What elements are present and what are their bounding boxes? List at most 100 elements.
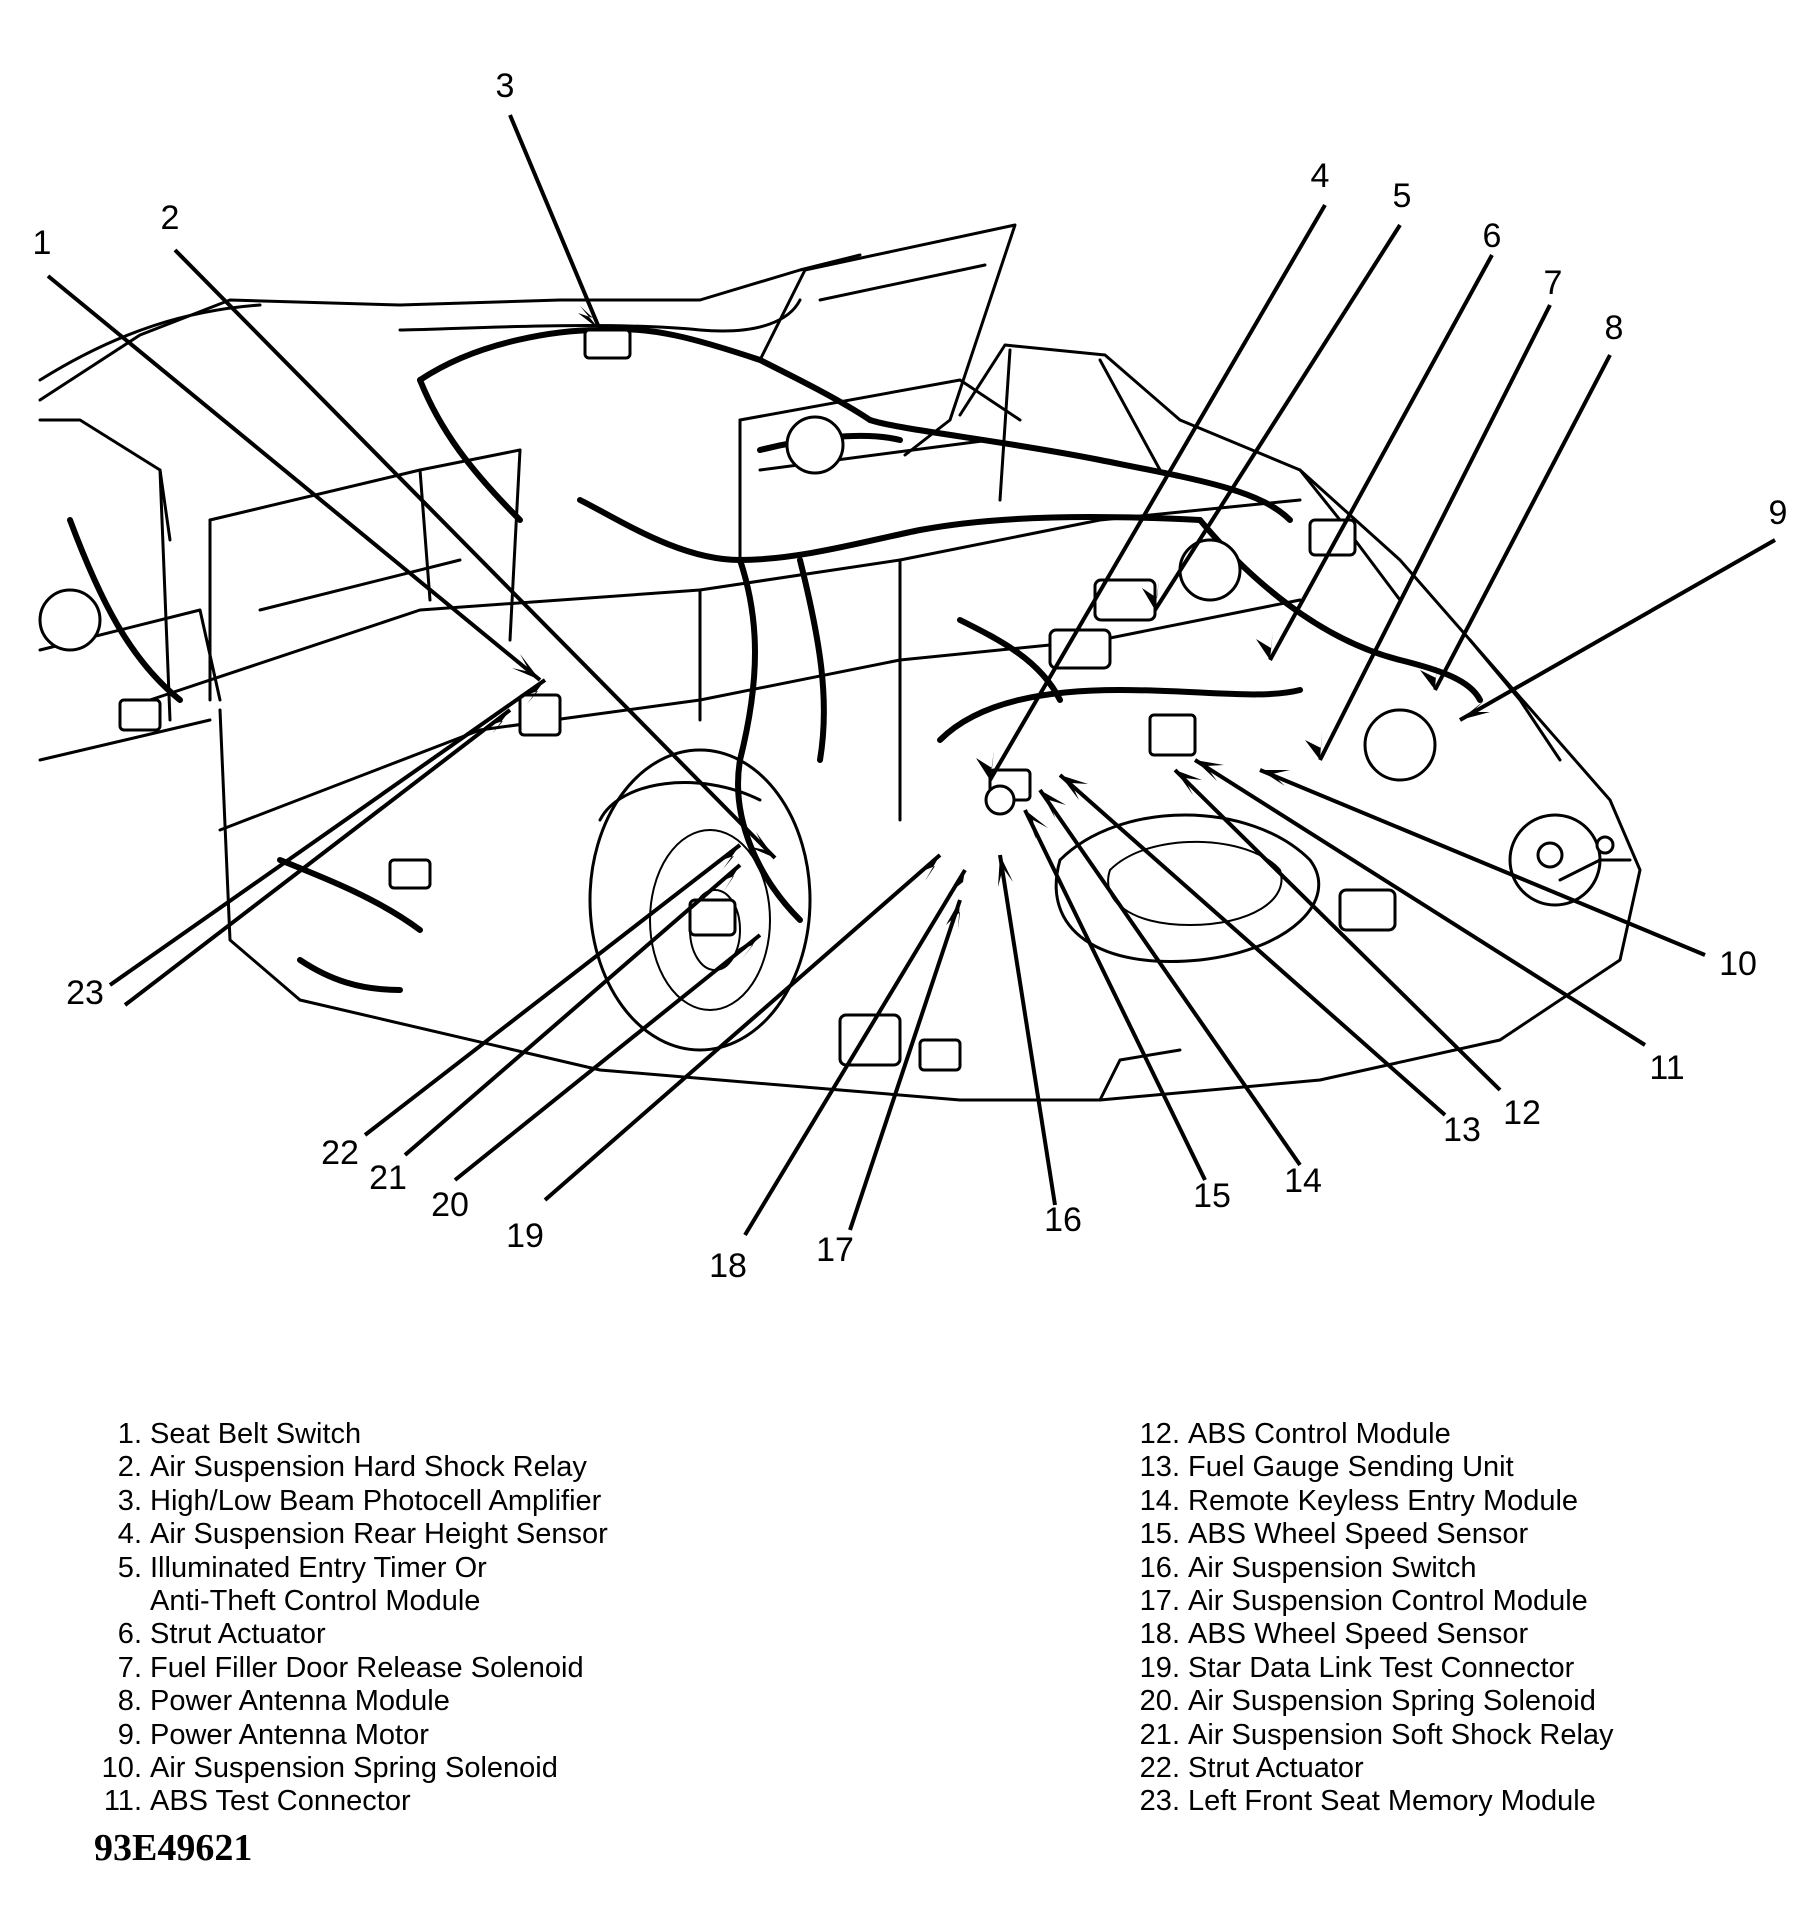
legend-item: 1.Seat Belt Switch xyxy=(92,1418,792,1451)
legend-column-right: 12.ABS Control Module 13.Fuel Gauge Send… xyxy=(1130,1418,1810,1819)
legend-number: 14. xyxy=(1139,1484,1180,1517)
callout-17: 17 xyxy=(816,1231,854,1269)
legend-number: 3. xyxy=(117,1484,142,1517)
legend-item: 16.Air Suspension Switch xyxy=(1130,1552,1810,1585)
legend-number: 1. xyxy=(117,1418,142,1450)
legend-label: ABS Control Module xyxy=(1188,1418,1451,1450)
legend-label: Seat Belt Switch xyxy=(150,1418,362,1450)
callout-10: 10 xyxy=(1719,945,1757,983)
legend-label: Air Suspension Soft Shock Relay xyxy=(1188,1718,1614,1751)
legend-number: 22. xyxy=(1139,1752,1180,1785)
legend-item: 14.Remote Keyless Entry Module xyxy=(1130,1485,1810,1518)
legend-label: Fuel Filler Door Release Solenoid xyxy=(150,1651,584,1684)
callout-23: 23 xyxy=(66,974,104,1012)
callout-11: 11 xyxy=(1649,1049,1684,1087)
legend-label: ABS Test Connector xyxy=(150,1785,411,1818)
legend-item: 20.Air Suspension Spring Solenoid xyxy=(1130,1685,1810,1718)
callout-numbers: 1 2 3 4 5 6 7 8 9 10 11 12 13 14 15 16 1… xyxy=(33,67,1788,1285)
callout-6: 6 xyxy=(1483,217,1502,255)
legend-item: 18.ABS Wheel Speed Sensor xyxy=(1130,1618,1810,1651)
legend-item: 10.Air Suspension Spring Solenoid xyxy=(92,1752,792,1785)
legend-label: Fuel Gauge Sending Unit xyxy=(1188,1451,1514,1484)
callout-18: 18 xyxy=(709,1247,747,1285)
legend-number: 15. xyxy=(1139,1518,1180,1551)
legend-number: 10. xyxy=(101,1752,142,1785)
legend-item: 17.Air Suspension Control Module xyxy=(1130,1585,1810,1618)
legend-item: 19.Star Data Link Test Connector xyxy=(1130,1652,1810,1685)
legend-number: 6. xyxy=(117,1618,142,1651)
wiring-harness xyxy=(67,326,1483,993)
callout-19: 19 xyxy=(506,1217,544,1255)
callout-3: 3 xyxy=(496,67,515,105)
legend-label: Star Data Link Test Connector xyxy=(1188,1651,1575,1684)
legend-label: Air Suspension Spring Solenoid xyxy=(150,1752,558,1785)
callout-22: 22 xyxy=(321,1134,359,1172)
legend-label: Air Suspension Hard Shock Relay xyxy=(150,1451,587,1484)
legend-number: 12. xyxy=(1139,1418,1180,1450)
legend-number: 2. xyxy=(117,1451,142,1484)
legend-item: 9.Power Antenna Motor xyxy=(92,1719,792,1752)
legend-label: Air Suspension Switch xyxy=(1188,1551,1477,1584)
legend-number: 13. xyxy=(1139,1451,1180,1484)
legend-item: 11.ABS Test Connector xyxy=(92,1785,792,1818)
callout-20: 20 xyxy=(431,1186,469,1224)
legend-label: Strut Actuator xyxy=(150,1618,326,1651)
callout-9: 9 xyxy=(1769,494,1788,532)
legend-number: 9. xyxy=(117,1718,142,1751)
callout-4: 4 xyxy=(1311,157,1330,195)
legend-number: 18. xyxy=(1139,1618,1180,1651)
legend-item: 23.Left Front Seat Memory Module xyxy=(1130,1785,1810,1818)
callout-12: 12 xyxy=(1503,1094,1541,1132)
legend-label: Strut Actuator xyxy=(1188,1752,1364,1785)
callout-13: 13 xyxy=(1443,1111,1481,1149)
legend-item-continuation: Anti-Theft Control Module xyxy=(92,1585,792,1618)
legend-item: 5.Illuminated Entry Timer Or xyxy=(92,1552,792,1585)
legend-item: 21.Air Suspension Soft Shock Relay xyxy=(1130,1719,1810,1752)
legend-label: ABS Wheel Speed Sensor xyxy=(1188,1618,1529,1651)
legend: 1.Seat Belt Switch 2.Air Suspension Hard… xyxy=(0,1418,1816,1818)
legend-item: 8.Power Antenna Module xyxy=(92,1685,792,1718)
legend-label: Anti-Theft Control Module xyxy=(150,1585,481,1618)
legend-item: 12.ABS Control Module xyxy=(1130,1418,1810,1451)
callout-5: 5 xyxy=(1393,177,1412,215)
callout-1: 1 xyxy=(33,224,52,262)
legend-number: 16. xyxy=(1139,1551,1180,1584)
callout-2: 2 xyxy=(161,199,180,237)
legend-label: Air Suspension Spring Solenoid xyxy=(1188,1685,1596,1718)
callout-16: 16 xyxy=(1044,1201,1082,1239)
legend-label: Air Suspension Rear Height Sensor xyxy=(150,1518,608,1551)
legend-label: Power Antenna Motor xyxy=(150,1718,429,1751)
legend-item: 22.Strut Actuator xyxy=(1130,1752,1810,1785)
legend-label: Air Suspension Control Module xyxy=(1188,1585,1588,1618)
legend-label: Power Antenna Module xyxy=(150,1685,450,1718)
legend-label: ABS Wheel Speed Sensor xyxy=(1188,1518,1529,1551)
legend-label: Left Front Seat Memory Module xyxy=(1188,1785,1596,1818)
legend-item: 15.ABS Wheel Speed Sensor xyxy=(1130,1518,1810,1551)
legend-number: 23. xyxy=(1139,1785,1180,1818)
legend-number: 21. xyxy=(1139,1718,1180,1751)
leader-lines xyxy=(46,114,1776,1237)
legend-column-left: 1.Seat Belt Switch 2.Air Suspension Hard… xyxy=(92,1418,792,1819)
legend-item: 13.Fuel Gauge Sending Unit xyxy=(1130,1451,1810,1484)
legend-number: 20. xyxy=(1139,1685,1180,1718)
legend-item: 7.Fuel Filler Door Release Solenoid xyxy=(92,1652,792,1685)
callout-15: 15 xyxy=(1193,1177,1231,1215)
legend-label: Remote Keyless Entry Module xyxy=(1188,1484,1579,1517)
legend-number: 8. xyxy=(117,1685,142,1718)
legend-number: 7. xyxy=(117,1651,142,1684)
legend-item: 4.Air Suspension Rear Height Sensor xyxy=(92,1518,792,1551)
callout-14: 14 xyxy=(1284,1162,1322,1200)
legend-label: High/Low Beam Photocell Amplifier xyxy=(150,1484,602,1517)
legend-item: 6.Strut Actuator xyxy=(92,1618,792,1651)
callout-7: 7 xyxy=(1544,264,1563,302)
legend-label: Illuminated Entry Timer Or xyxy=(150,1551,487,1584)
component-locator-diagram: 1 2 3 4 5 6 7 8 9 10 11 12 13 14 15 16 1… xyxy=(33,67,1788,1285)
callout-21: 21 xyxy=(369,1159,407,1197)
callout-8: 8 xyxy=(1605,309,1624,347)
legend-item: 3.High/Low Beam Photocell Amplifier xyxy=(92,1485,792,1518)
legend-number: 5. xyxy=(117,1551,142,1584)
legend-number: 19. xyxy=(1139,1651,1180,1684)
legend-number: 11. xyxy=(103,1785,142,1818)
legend-number: 17. xyxy=(1139,1585,1180,1618)
figure-id: 93E49621 xyxy=(94,1827,253,1869)
